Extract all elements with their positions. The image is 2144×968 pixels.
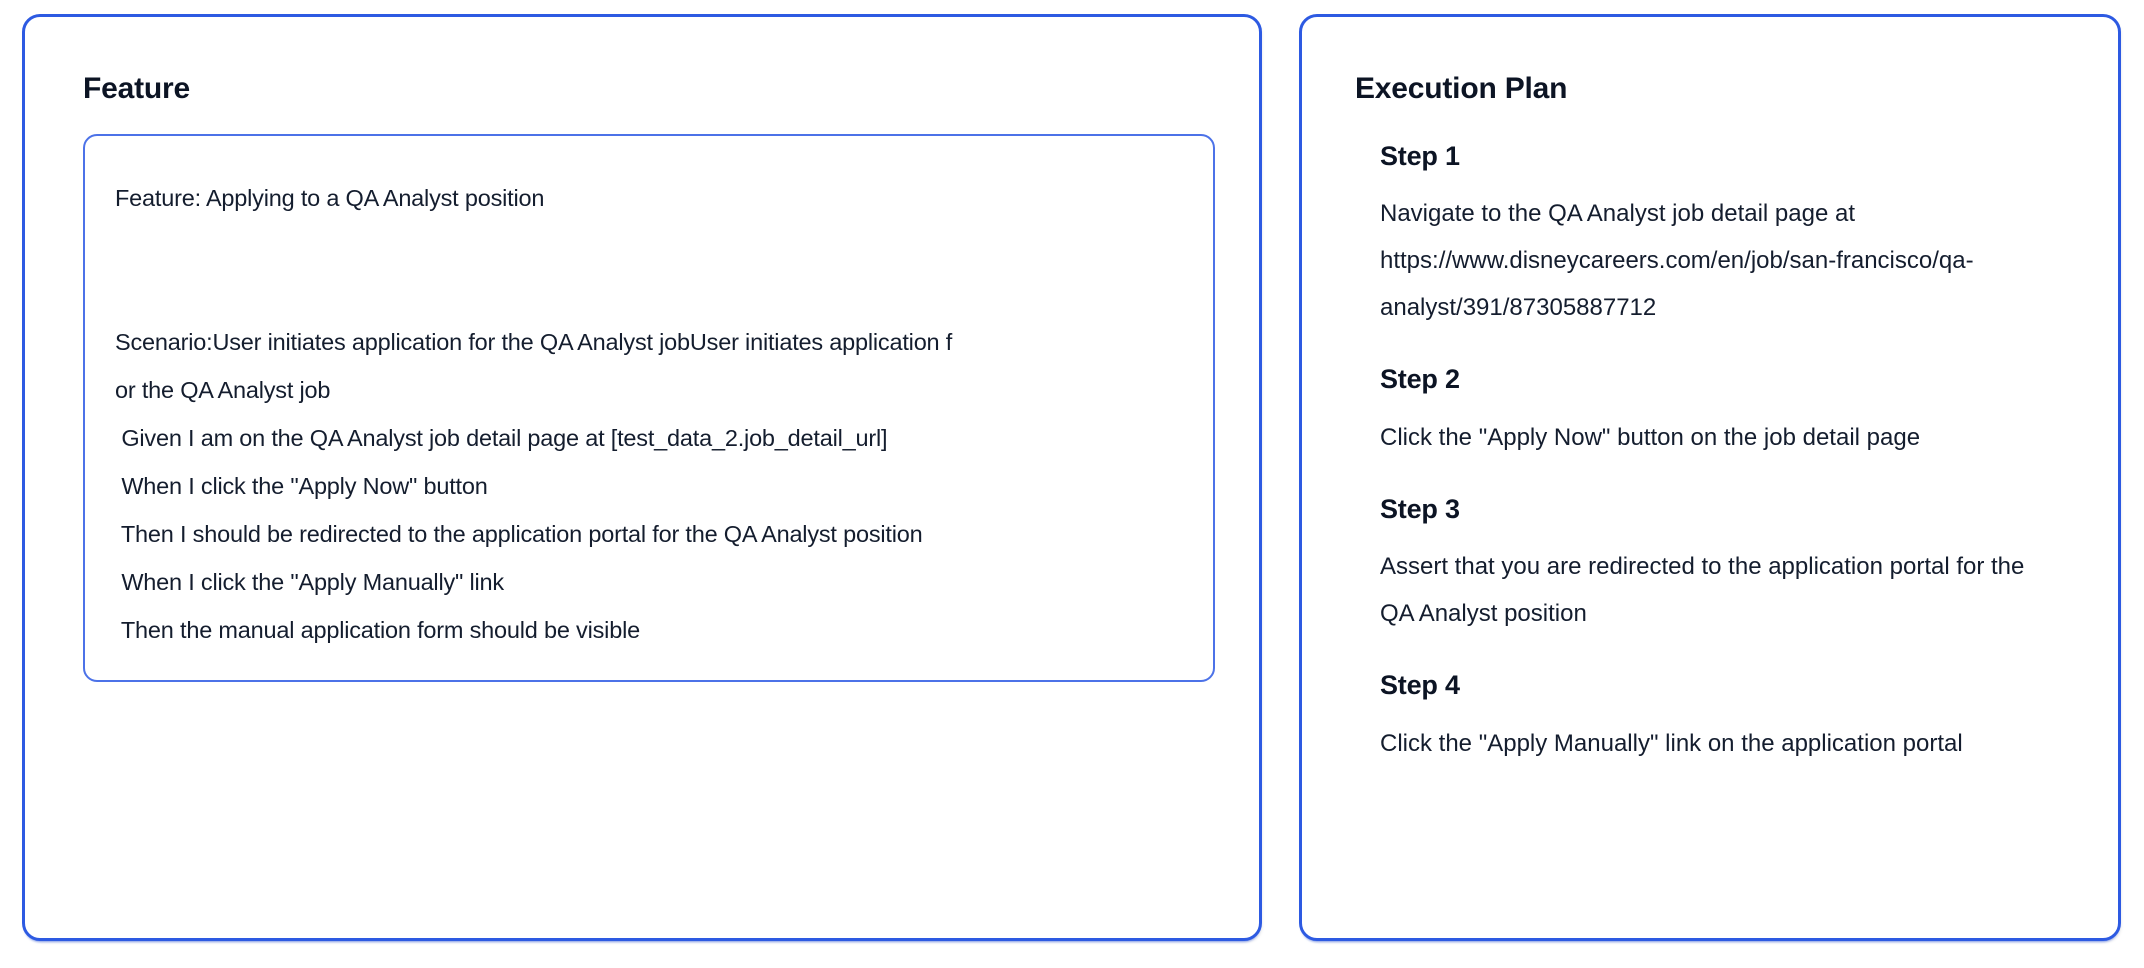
execution-plan-panel: Execution Plan Step 1 Navigate to the QA … <box>1299 14 2121 941</box>
feature-textbox[interactable]: Feature: Applying to a QA Analyst positi… <box>83 134 1215 682</box>
feature-text-line: Then I should be redirected to the appli… <box>115 521 923 547</box>
feature-text-line: Given I am on the QA Analyst job detail … <box>115 425 888 451</box>
feature-text-line <box>115 222 1187 270</box>
feature-text-line <box>115 270 1187 318</box>
execution-plan-steps: Step 1 Navigate to the QA Analyst job det… <box>1355 138 2060 767</box>
feature-text-line: Then the manual application form should … <box>115 617 640 643</box>
step-label: Step 1 <box>1380 141 1460 171</box>
execution-plan-step: Step 3 Assert that you are redirected to … <box>1380 491 2060 637</box>
step-description: Assert that you are redirected to the ap… <box>1380 553 2025 628</box>
feature-text-line: When I click the "Apply Now" button <box>115 473 488 499</box>
execution-plan-step: Step 1 Navigate to the QA Analyst job det… <box>1380 138 2060 331</box>
feature-text-line: Scenario:User initiates application for … <box>115 329 953 355</box>
feature-text-line: Feature: Applying to a QA Analyst positi… <box>115 185 545 211</box>
step-description: Navigate to the QA Analyst job detail pa… <box>1380 200 1974 322</box>
step-description: Click the "Apply Now" button on the job … <box>1380 423 1921 451</box>
step-description: Click the "Apply Manually" link on the a… <box>1380 729 1963 757</box>
step-label: Step 3 <box>1380 493 1460 524</box>
feature-text-line: or the QA Analyst job <box>115 377 331 403</box>
execution-plan-step: Step 4 Click the "Apply Manually" link on… <box>1380 667 2060 766</box>
execution-plan-step: Step 2 Click the "Apply Now" button on th… <box>1380 361 2060 460</box>
feature-panel-title: Feature <box>83 72 190 105</box>
feature-text: Feature: Applying to a QA Analyst positi… <box>115 174 1187 654</box>
feature-panel: Feature Feature: Applying to a QA Analys… <box>22 14 1262 941</box>
execution-plan-title: Execution Plan <box>1355 72 1568 105</box>
step-label: Step 2 <box>1380 364 1460 395</box>
step-label: Step 4 <box>1380 670 1460 701</box>
feature-text-line: When I click the "Apply Manually" link <box>115 569 504 595</box>
